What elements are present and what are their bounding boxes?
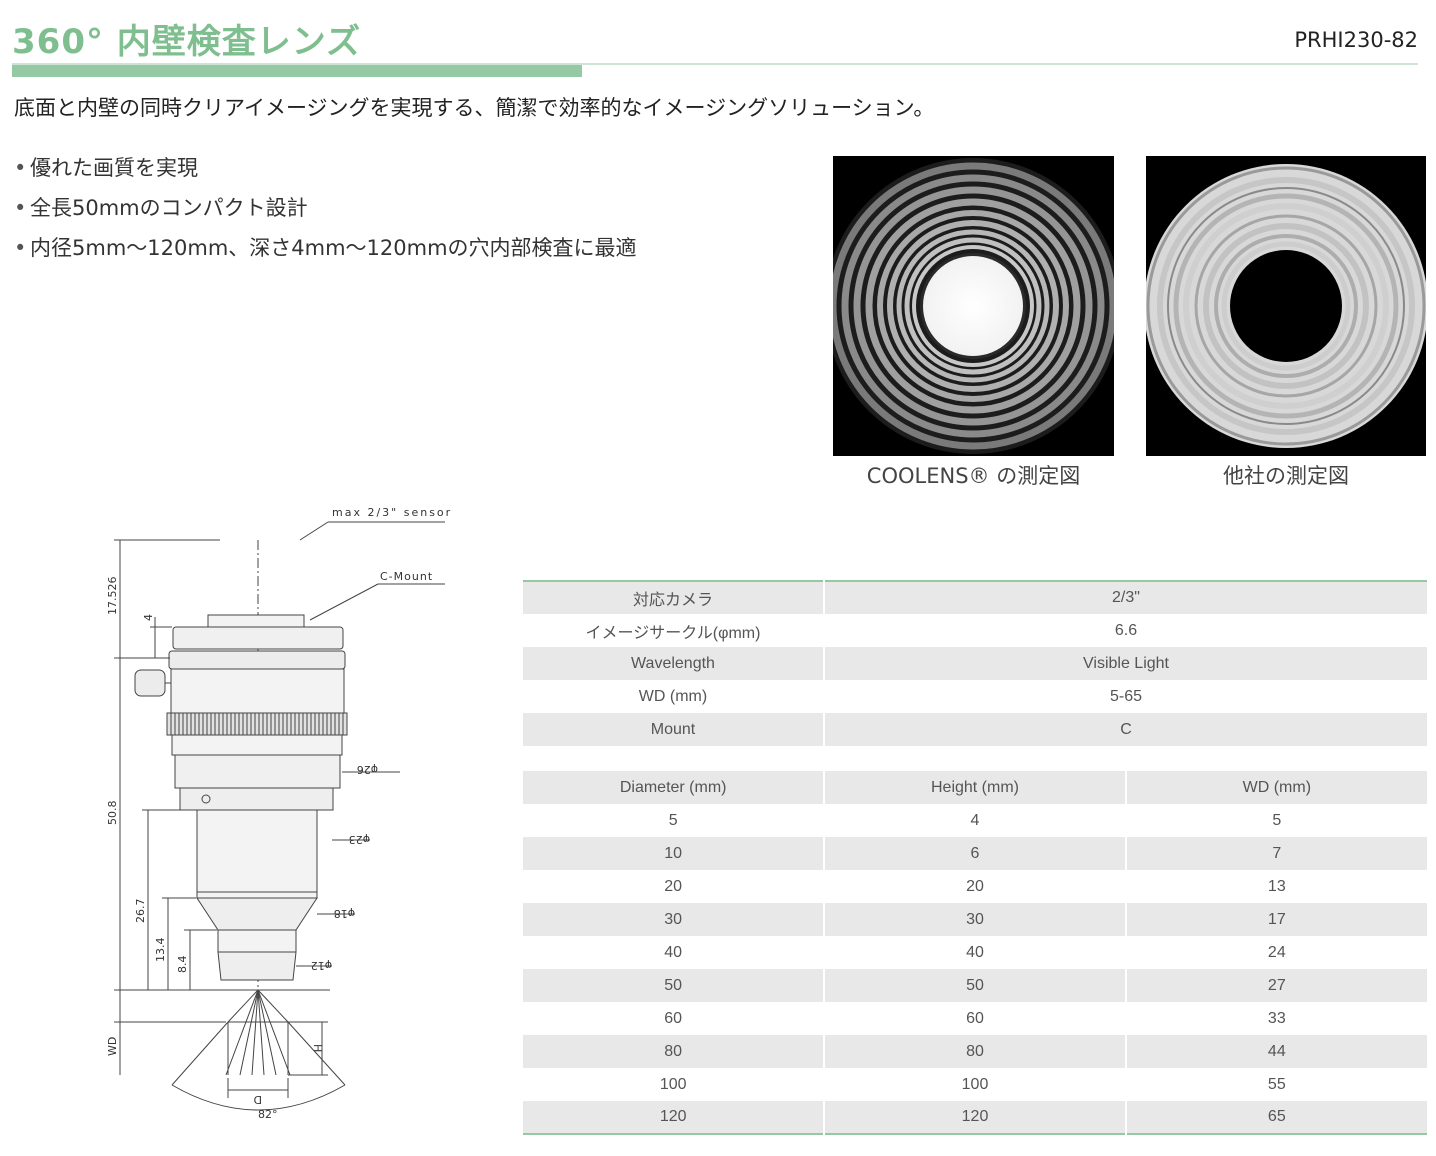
angle-label: 82° (258, 1108, 278, 1121)
spec-label: Mount (523, 713, 825, 746)
dia-18-label: φ18 (334, 907, 355, 920)
feature-list: •優れた画質を実現 •全長50mmのコンパクト設計 •内径5mm〜120mm、深… (14, 152, 637, 272)
table-cell: 120 (824, 1101, 1127, 1134)
table-cell: 5 (1125, 804, 1427, 837)
spec-value: C (824, 713, 1427, 746)
table-cell: 13 (1125, 870, 1427, 903)
table-cell: 10 (523, 837, 826, 870)
column-header: WD (mm) (1125, 771, 1427, 804)
table-cell: 20 (824, 870, 1127, 903)
column-header: Diameter (mm) (523, 771, 826, 804)
table-row: イメージサークル(φmm)6.6 (523, 614, 1427, 647)
bullet-icon: • (14, 156, 27, 180)
spec-value: Visible Light (824, 647, 1427, 680)
spec-label: 対応カメラ (523, 581, 825, 614)
table-cell: 60 (523, 1002, 826, 1035)
bullet-icon: • (14, 196, 27, 220)
dim-50-8: 50.8 (106, 801, 119, 826)
table-cell: 65 (1125, 1101, 1427, 1134)
table-cell: 44 (1125, 1035, 1427, 1068)
feature-item: •全長50mmのコンパクト設計 (14, 192, 637, 232)
table-cell: 30 (824, 903, 1127, 936)
coolens-image-caption: COOLENS® の測定図 (866, 464, 1081, 488)
table-cell: 27 (1125, 969, 1427, 1002)
competitor-measurement-image (1146, 156, 1426, 456)
mount-label: C-Mount (380, 570, 433, 583)
dia-12-label: φ12 (311, 959, 332, 972)
dim-13-4: 13.4 (154, 938, 167, 963)
table-cell: 50 (523, 969, 826, 1002)
table-cell: 24 (1125, 936, 1427, 969)
dim-26-7: 26.7 (134, 899, 147, 924)
spec-value: 5-65 (824, 680, 1427, 713)
table-cell: 100 (824, 1068, 1127, 1101)
sensor-label: max 2/3" sensor (332, 506, 452, 519)
column-header: Height (mm) (824, 771, 1127, 804)
model-code: PRHI230-82 (1294, 28, 1418, 52)
page-title: 360° 内壁検査レンズ (12, 22, 362, 62)
spec-label: イメージサークル(φmm) (523, 614, 825, 647)
spec-label: WD (mm) (523, 680, 825, 713)
table-cell: 4 (824, 804, 1127, 837)
dim-17-526: 17.526 (106, 577, 119, 616)
table-cell: 55 (1125, 1068, 1427, 1101)
table-cell: 80 (824, 1035, 1127, 1068)
table-cell: 33 (1125, 1002, 1427, 1035)
dia-23-label: φ23 (349, 833, 370, 846)
table-cell: 5 (523, 804, 826, 837)
header-divider (12, 63, 1418, 65)
table-cell: 120 (523, 1101, 826, 1134)
feature-text: 優れた画質を実現 (30, 156, 198, 180)
table-cell: 30 (523, 903, 826, 936)
header-accent-bar (12, 65, 582, 77)
competitor-image-caption: 他社の測定図 (1223, 464, 1349, 488)
table-row: WD (mm)5-65 (523, 680, 1427, 713)
coolens-measurement-image (833, 156, 1114, 456)
feature-item: •優れた画質を実現 (14, 152, 637, 192)
wd-label: WD (106, 1037, 119, 1056)
feature-item: •内径5mm〜120mm、深さ4mm〜120mmの穴内部検査に最適 (14, 232, 637, 272)
spec-value: 6.6 (824, 614, 1427, 647)
bullet-icon: • (14, 236, 27, 260)
table-cell: 20 (523, 870, 826, 903)
table-cell: 50 (824, 969, 1127, 1002)
d-label: D (254, 1093, 262, 1106)
spec-label: Wavelength (523, 647, 825, 680)
table-header-row: Diameter (mm) Height (mm) WD (mm) (523, 771, 1427, 804)
table-cell: 60 (824, 1002, 1127, 1035)
table-cell: 80 (523, 1035, 826, 1068)
lens-dimension-drawing: max 2/3" sensor C-Mount 17.526 4 50.8 26… (106, 506, 452, 1121)
h-label: H (311, 1044, 324, 1052)
table-cell: 100 (523, 1068, 826, 1101)
table-cell: 40 (824, 936, 1127, 969)
table-cell: 17 (1125, 903, 1427, 936)
dim-4: 4 (142, 614, 155, 621)
dia-26-label: φ26 (357, 763, 378, 776)
feature-text: 内径5mm〜120mm、深さ4mm〜120mmの穴内部検査に最適 (30, 236, 637, 260)
table-cell: 7 (1125, 837, 1427, 870)
table-cell: 40 (523, 936, 826, 969)
feature-text: 全長50mmのコンパクト設計 (30, 196, 308, 220)
spec-value: 2/3" (824, 581, 1427, 614)
dim-8-4: 8.4 (176, 956, 189, 974)
table-cell: 6 (824, 837, 1127, 870)
product-subtitle: 底面と内壁の同時クリアイメージングを実現する、簡潔で効率的なイメージングソリュー… (14, 96, 935, 120)
